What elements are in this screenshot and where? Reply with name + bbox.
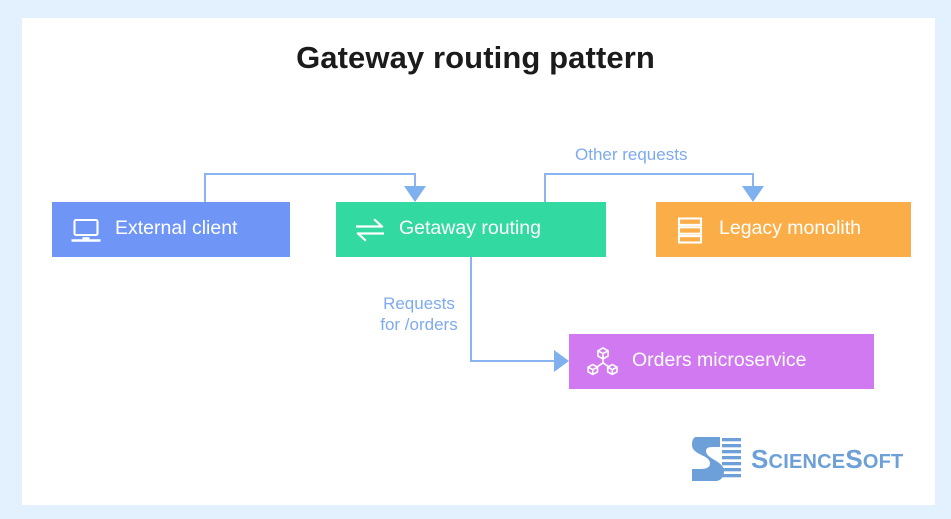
sciencesoft-logo-mark: [692, 437, 741, 481]
logo-text-cience: CIENCE: [768, 451, 846, 473]
node-legacy-monolith[interactable]: Legacy monolith: [656, 202, 911, 257]
page-title: Gateway routing pattern: [296, 40, 655, 75]
logo-text-s2: S: [845, 444, 863, 474]
microservice-cubes-icon: [587, 346, 618, 375]
sciencesoft-logo: SCIENCESOFT: [690, 435, 903, 483]
edge-gateway-to-orders: [470, 257, 569, 372]
logo-text-oft: OFT: [862, 451, 904, 473]
edge-label-other-requests: Other requests: [575, 145, 688, 164]
laptop-icon: [71, 218, 101, 242]
bidirectional-arrows-icon: [356, 217, 384, 242]
edge-gateway-to-legacy: [544, 173, 764, 202]
node-gateway-routing[interactable]: Getaway routing: [336, 202, 606, 257]
node-label: Orders microservice: [632, 348, 807, 371]
edge-label-requests-for-orders: Requests for /orders: [380, 294, 458, 334]
logo-text-s1: S: [751, 444, 769, 474]
node-label: Getaway routing: [399, 216, 541, 239]
node-external-client[interactable]: External client: [52, 202, 290, 257]
node-orders-microservice[interactable]: Orders microservice: [569, 334, 874, 389]
server-stack-icon: [677, 216, 703, 244]
node-label: Legacy monolith: [719, 216, 862, 239]
edge-client-to-gateway: [204, 173, 426, 202]
node-label: External client: [115, 216, 238, 239]
content-card: [22, 18, 935, 505]
sciencesoft-logo-text: SCIENCESOFT: [751, 446, 903, 472]
